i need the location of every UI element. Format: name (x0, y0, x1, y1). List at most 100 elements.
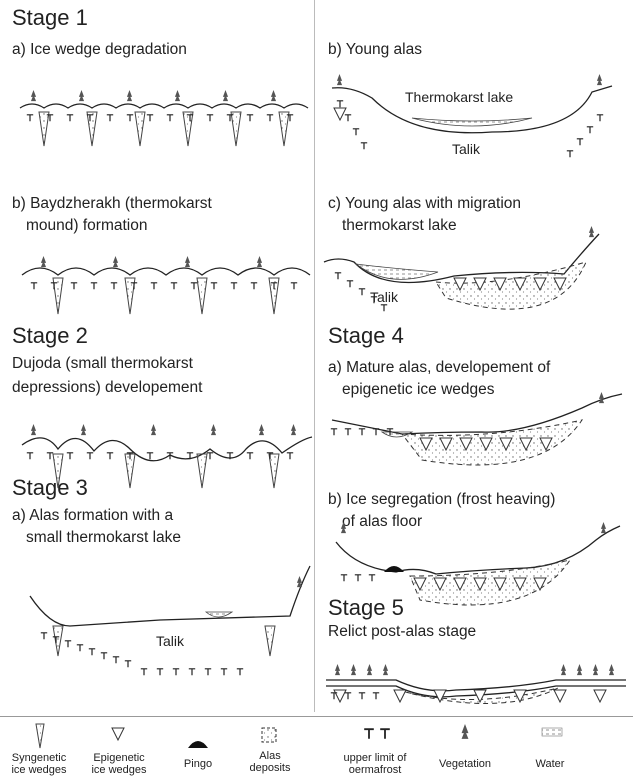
syngenetic-wedge (265, 626, 275, 656)
permafrost-limit-mark (353, 129, 359, 135)
permafrost-limit-mark (71, 283, 77, 289)
permafrost-limit-mark (147, 115, 153, 121)
vegetation-tree (31, 90, 36, 101)
young-alas-lake (412, 118, 532, 126)
permafrost-limit-mark (247, 453, 253, 459)
permafrost-limit-mark (211, 283, 217, 289)
epigenetic-wedge (434, 690, 446, 702)
epigenetic-wedges (334, 108, 606, 702)
epigenetic-wedge (594, 690, 606, 702)
permafrost-limit-mark (345, 429, 351, 435)
syngenetic-wedge (279, 112, 289, 146)
geomorph-profiles (20, 86, 626, 697)
syngenetic-wedge (87, 112, 97, 146)
epigenetic-wedge (334, 108, 346, 120)
vegetation-tree (577, 664, 582, 675)
permafrost-limit-mark (335, 273, 341, 279)
permafrost-limit-mark (337, 101, 343, 107)
alas-deposits-icon (262, 728, 276, 742)
vegetation-tree (297, 576, 302, 587)
syngenetic-wedge (231, 112, 241, 146)
vegetation-tree (291, 424, 296, 435)
vegetation-icon (462, 724, 469, 739)
vegetation-tree (31, 424, 36, 435)
stage3-lake (206, 612, 232, 617)
vegetation-tree (599, 392, 604, 403)
syngenetic-wedge (53, 626, 63, 656)
epigenetic-wedge-icon (112, 728, 124, 740)
permafrost-limit-mark (151, 283, 157, 289)
permafrost-limit-mark (331, 429, 337, 435)
permafrost-limit-mark (67, 453, 73, 459)
permafrost-limit-mark (291, 283, 297, 289)
permafrost-limit-mark (345, 693, 351, 699)
vegetation-tree (81, 424, 86, 435)
permafrost-limit-icon (364, 729, 390, 739)
legend-icons (36, 724, 562, 748)
permafrost-limit-mark (369, 575, 375, 581)
permafrost-limit-mark (107, 115, 113, 121)
permafrost-limit-mark (567, 151, 573, 157)
vegetation-tree (383, 664, 388, 675)
stage4a-surface (332, 394, 622, 434)
vegetation-tree (223, 90, 228, 101)
permafrost-limit-mark (251, 283, 257, 289)
permafrost-limit-mark (113, 657, 119, 663)
vegetation-tree (609, 664, 614, 675)
permafrost-limit-mark (107, 453, 113, 459)
epigenetic-wedge (394, 690, 406, 702)
permafrost-limit-mark (141, 669, 147, 675)
permafrost-limit-mark (207, 115, 213, 121)
permafrost-limit-mark (157, 669, 163, 675)
vegetation-tree (593, 664, 598, 675)
stage2-surface (22, 437, 312, 461)
permafrost-limit-mark (247, 115, 253, 121)
vegetation-tree (151, 424, 156, 435)
syngenetic-wedge (53, 454, 63, 488)
permafrost-limit-mark (189, 669, 195, 675)
permafrost-limit-mark (65, 641, 71, 647)
permafrost-limit-mark (87, 453, 93, 459)
permafrost-limit-mark (41, 633, 47, 639)
vegetation-tree (259, 424, 264, 435)
permafrost-limit-mark (341, 575, 347, 581)
permafrost-limit-mark (207, 453, 213, 459)
permafrost-limit-mark (231, 283, 237, 289)
permafrost-limit-mark (27, 453, 33, 459)
syngenetic-wedge-icon (36, 724, 44, 748)
syngenetic-wedge (39, 112, 49, 146)
permafrost-limit-mark (205, 669, 211, 675)
vegetation-tree (337, 74, 342, 85)
epigenetic-wedge (554, 690, 566, 702)
water-icon (542, 728, 562, 736)
permafrost-limit-mark (147, 453, 153, 459)
pingo-icon (188, 741, 208, 748)
stage4b-surface (336, 526, 620, 574)
vegetation-tree (351, 664, 356, 675)
vegetation-tree (79, 90, 84, 101)
permafrost-limit-mark (221, 669, 227, 675)
vegetation-tree (175, 90, 180, 101)
vegetation-tree (113, 256, 118, 267)
permafrost-limit-mark (359, 429, 365, 435)
stage4b-deposits (410, 560, 570, 605)
vegetation-tree (127, 90, 132, 101)
permafrost-limit-mark (359, 289, 365, 295)
syngenetic-wedge (135, 112, 145, 146)
syngenetic-wedge (183, 112, 193, 146)
permafrost-limit-mark (347, 281, 353, 287)
syngenetic-wedges (39, 112, 289, 656)
permafrost-limit-mark (31, 283, 37, 289)
vegetation-tree (257, 256, 262, 267)
vegetation-tree (211, 424, 216, 435)
permafrost-limit-mark (361, 143, 367, 149)
pingo-feature (384, 566, 404, 572)
permafrost-limit-mark (89, 649, 95, 655)
permafrost-limit-mark (371, 297, 377, 303)
epigenetic-wedge (334, 690, 346, 702)
permafrost-limit-mark (373, 693, 379, 699)
permafrost-limit-mark (173, 669, 179, 675)
vegetation-tree (597, 74, 602, 85)
permafrost-limit-mark (267, 115, 273, 121)
